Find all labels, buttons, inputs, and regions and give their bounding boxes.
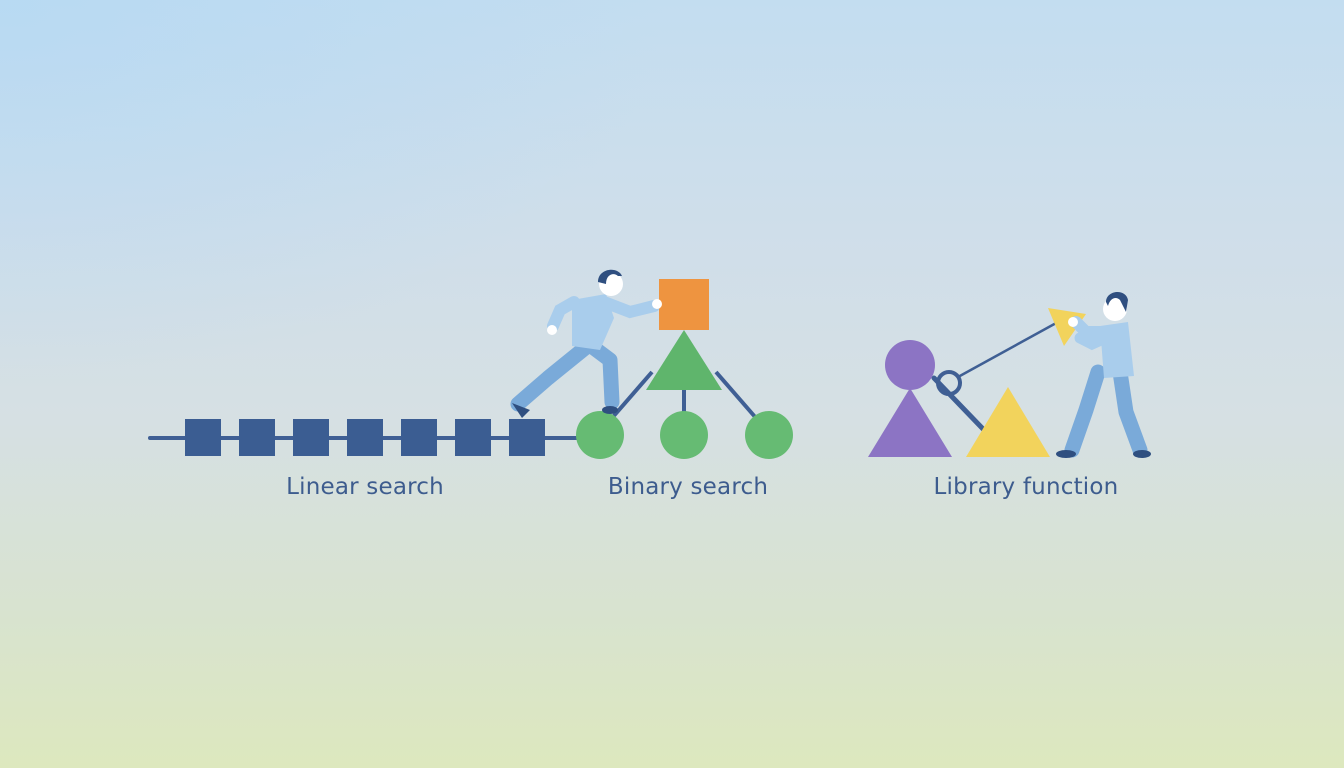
array-cell xyxy=(509,419,545,456)
array-cell xyxy=(455,419,491,456)
caption-library-function: Library function xyxy=(933,474,1119,500)
array-cell xyxy=(401,419,437,456)
caption-linear-search: Linear search xyxy=(286,474,444,500)
person-pulling-icon xyxy=(1056,291,1151,458)
tree-leaf-node xyxy=(660,411,708,459)
library-function-shapes xyxy=(868,308,1086,457)
pull-rope xyxy=(957,320,1059,379)
yellow-triangle xyxy=(966,387,1050,457)
linear-search-array xyxy=(148,419,582,456)
tree-edge xyxy=(610,370,654,420)
array-cell xyxy=(293,419,329,456)
person-climbing-icon xyxy=(510,269,662,418)
lever-ring xyxy=(936,370,962,396)
array-cell xyxy=(239,419,275,456)
tree-edge xyxy=(714,370,758,420)
binary-search-tree xyxy=(576,279,793,459)
array-cell xyxy=(347,419,383,456)
array-cell xyxy=(185,419,221,456)
tree-root-triangle xyxy=(646,330,722,390)
lever-rod xyxy=(931,375,987,433)
tree-leaf-node xyxy=(745,411,793,459)
orange-square xyxy=(659,279,709,330)
purple-circle xyxy=(885,340,935,390)
purple-triangle xyxy=(868,388,952,457)
caption-binary-search: Binary search xyxy=(607,474,769,500)
tree-leaf-node xyxy=(576,411,624,459)
